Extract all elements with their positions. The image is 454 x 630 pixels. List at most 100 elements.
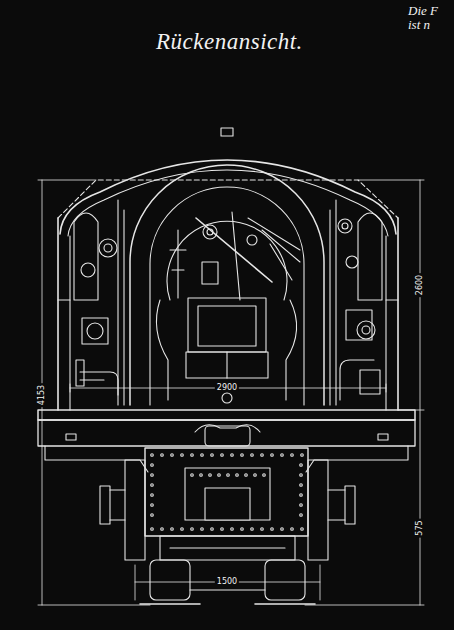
dimension-lines (38, 180, 150, 605)
coupler-frame (171, 528, 174, 531)
coupler-frame (200, 474, 203, 477)
dimension-lines (305, 180, 424, 605)
cab-fittings (76, 200, 380, 405)
cab-fittings (338, 219, 352, 233)
firebox-backhead (167, 221, 287, 300)
firebox-backhead (186, 352, 268, 378)
cab-outline (68, 170, 388, 236)
coupler-frame (281, 528, 284, 531)
cab-fittings (196, 218, 272, 282)
coupler-frame (191, 528, 194, 531)
coupler-frame (261, 528, 264, 531)
cab-fittings (360, 370, 380, 394)
coupler-frame (151, 454, 154, 457)
coupler-frame (151, 528, 154, 531)
coupler-frame (100, 448, 355, 560)
coupler-frame (151, 514, 154, 517)
dimension-lines (135, 565, 320, 600)
coupler-frame (191, 474, 194, 477)
dimension-label: 1500 (215, 578, 239, 586)
running-gear (140, 603, 315, 605)
running-gear (265, 560, 305, 600)
coupler-frame (301, 454, 304, 457)
running-gear (160, 536, 295, 560)
coupler-frame (300, 464, 303, 467)
cab-fittings (81, 263, 95, 277)
coupler-frame (251, 454, 254, 457)
running-gear (140, 536, 315, 604)
cab-fittings (346, 256, 358, 268)
sheet-note: ist n (408, 18, 430, 31)
sheet-note: Die F (408, 4, 438, 17)
firebox-backhead (188, 298, 266, 352)
cab-outline (221, 128, 233, 136)
drawing-title: Rückenansicht. (156, 30, 303, 53)
buffer-beam (38, 410, 415, 420)
coupler-frame (181, 454, 184, 457)
coupler-frame (151, 494, 154, 497)
coupler-frame (201, 454, 204, 457)
running-gear (170, 547, 285, 548)
cab-fittings (99, 239, 117, 257)
firebox-backhead (130, 165, 324, 405)
coupler-frame (211, 528, 214, 531)
coupler-frame (300, 484, 303, 487)
coupler-frame (227, 474, 230, 477)
coupler-frame (201, 528, 204, 531)
cab-fittings (156, 300, 168, 400)
dimension-label: 2900 (215, 384, 239, 392)
coupler-frame (300, 514, 303, 517)
buffer-beam (38, 410, 415, 472)
cab-fittings (342, 223, 348, 229)
coupler-frame (151, 454, 304, 531)
cab-fittings (362, 326, 370, 334)
firebox-backhead (226, 352, 227, 378)
coupler-frame (125, 460, 145, 560)
coupler-frame (151, 484, 154, 487)
firebox-backhead (198, 306, 256, 346)
cab-outline (386, 299, 398, 300)
firebox-backhead (222, 393, 232, 403)
coupler-frame (291, 528, 294, 531)
coupler-frame (218, 474, 221, 477)
coupler-frame (241, 454, 244, 457)
buffer-beam (378, 434, 388, 440)
cab-fittings (357, 321, 375, 339)
cab-fittings (335, 200, 336, 405)
dimension-label: 4153 (38, 383, 46, 407)
running-gear (150, 560, 190, 600)
cab-fittings (87, 323, 103, 339)
cab-fittings (329, 210, 330, 405)
coupler-frame (100, 486, 110, 524)
coupler-frame (221, 454, 224, 457)
coupler-frame (345, 486, 355, 524)
coupler-frame (300, 474, 303, 477)
cab-fittings (117, 200, 118, 405)
coupler-frame (161, 454, 164, 457)
buffer-beam (66, 434, 76, 440)
coupler-frame (231, 454, 234, 457)
coupler-frame (300, 504, 303, 507)
coupler-frame (171, 454, 174, 457)
coupler-frame (209, 474, 212, 477)
coupler-frame (241, 528, 244, 531)
buffer-beam (205, 426, 250, 446)
coupler-frame (185, 468, 270, 520)
cab-fittings (80, 372, 118, 395)
coupler-frame (110, 490, 345, 520)
cab-fittings (104, 244, 112, 252)
cab-fittings (232, 212, 240, 300)
coupler-frame (251, 528, 254, 531)
cab-fittings (270, 244, 292, 280)
coupler-frame (271, 454, 274, 457)
firebox-backhead (130, 165, 324, 405)
coupler-frame (245, 474, 248, 477)
cab-outline (58, 299, 70, 300)
cab-fittings (123, 210, 124, 405)
coupler-frame (181, 528, 184, 531)
cab-outline (57, 218, 59, 410)
cab-fittings (248, 218, 300, 250)
cab-fittings (286, 300, 297, 400)
